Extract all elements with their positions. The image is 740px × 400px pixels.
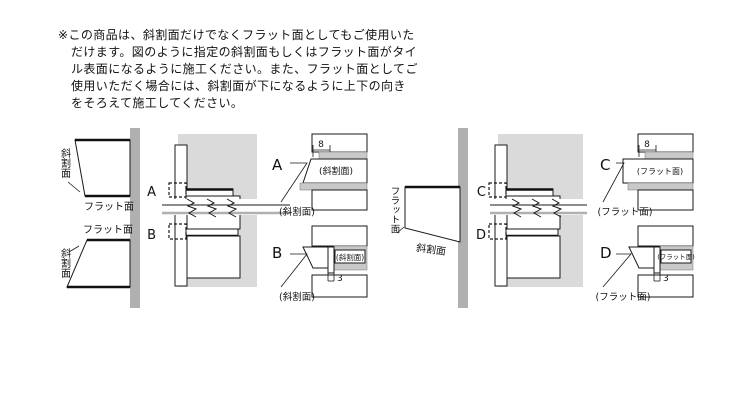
slope-face-label: 斜割面 <box>59 247 71 279</box>
leader-line <box>67 181 81 193</box>
leader-line <box>396 226 405 234</box>
slope-face-caption: (斜割面) <box>279 206 315 218</box>
detail-marker-d <box>488 223 507 240</box>
tile-block <box>506 235 561 279</box>
leader-line <box>68 245 80 253</box>
trim-flange <box>327 246 335 274</box>
callout-d: D <box>476 228 486 243</box>
detail-marker-b <box>168 223 187 240</box>
dim-8-label: 8 <box>644 140 650 150</box>
left-tile-elevations: 斜割面 フラット面 フラット面 斜割面 <box>59 128 140 308</box>
trim-piece-slope-down <box>302 246 329 269</box>
flat-face-caption: (フラット面) <box>596 292 651 303</box>
trim-flange <box>653 246 661 274</box>
flat-face-caption: (フラット面) <box>598 207 653 218</box>
break-zigzag <box>226 198 238 218</box>
slope-face-label: 斜割面 <box>415 241 447 258</box>
leader-line <box>280 253 308 288</box>
break-zigzag <box>531 198 543 218</box>
left-wall-strip <box>130 128 140 308</box>
tile-section <box>311 189 368 211</box>
tile-section <box>311 225 368 247</box>
right-wall-strip <box>458 128 468 308</box>
break-zigzag <box>511 198 523 218</box>
flat-face-label: フラット面 <box>83 224 133 236</box>
right-tile-elevation: フラット面 斜割面 <box>389 128 468 308</box>
mortar-strip <box>644 151 694 160</box>
trim-piece-flat-out <box>622 158 694 184</box>
face-tag-box <box>334 249 366 264</box>
tile-section <box>637 274 694 298</box>
dim-3-label: 3 <box>663 274 669 284</box>
tile-section <box>637 189 694 211</box>
callout-c: C <box>477 185 486 200</box>
break-zigzag <box>551 198 563 218</box>
tile-column <box>174 144 188 287</box>
slope-face-caption: (斜割面) <box>279 291 315 303</box>
tile-block <box>186 235 241 279</box>
dim-8-label: 8 <box>318 140 324 150</box>
tile-flat-front <box>404 186 461 243</box>
detail-c: C 8 (フラット面) (フラット面) <box>598 133 694 218</box>
mortar-strip <box>318 151 368 160</box>
note-text: ※この商品は、斜割面だけでなくフラット面としてもご使用いた だけます。図のように… <box>58 28 418 110</box>
detail-a: A 8 (斜割面) (斜割面) <box>272 133 368 218</box>
break-band <box>490 199 587 215</box>
slope-face-tag: (斜割面) <box>336 252 364 262</box>
break-zigzag <box>206 198 218 218</box>
tile-section <box>311 274 368 298</box>
right-cross-section: C D <box>476 134 587 287</box>
detail-marker-a <box>168 182 187 198</box>
flat-face-label: フラット面 <box>84 201 134 213</box>
slope-face-label: 斜割面 <box>59 147 71 179</box>
joint-area <box>506 213 561 230</box>
callout-a: A <box>147 185 156 200</box>
tile-section <box>637 225 694 247</box>
break-zigzag <box>186 198 198 218</box>
trim-piece-slope-down <box>628 246 655 269</box>
detail-marker-c <box>488 182 507 198</box>
face-tag-box <box>660 249 692 264</box>
dim-3-label: 3 <box>337 274 343 284</box>
leader-line <box>602 162 625 203</box>
flat-face-tag: (フラット面) <box>657 253 695 261</box>
flat-face-label: フラット面 <box>389 186 401 234</box>
tile-slope-up <box>74 139 131 197</box>
leader-line <box>280 162 308 203</box>
leader-line <box>602 253 632 288</box>
slope-face-tag: (斜割面) <box>319 165 353 177</box>
detail-b-label: B <box>272 244 282 262</box>
tile-column <box>494 144 508 287</box>
callout-b: B <box>147 228 156 243</box>
detail-d: D (フラット面) 3 (フラット面) <box>596 225 695 303</box>
detail-c-label: C <box>600 156 610 174</box>
detail-b: B (斜割面) 3 (斜割面) <box>272 225 368 303</box>
mortar-strip <box>627 182 694 191</box>
detail-d-label: D <box>600 244 612 262</box>
tile-slope-down <box>66 239 131 288</box>
detail-a-label: A <box>272 156 283 174</box>
flat-face-tag: (フラット面) <box>637 167 683 176</box>
left-cross-section: A B <box>147 134 292 287</box>
mortar-strip <box>299 182 368 191</box>
